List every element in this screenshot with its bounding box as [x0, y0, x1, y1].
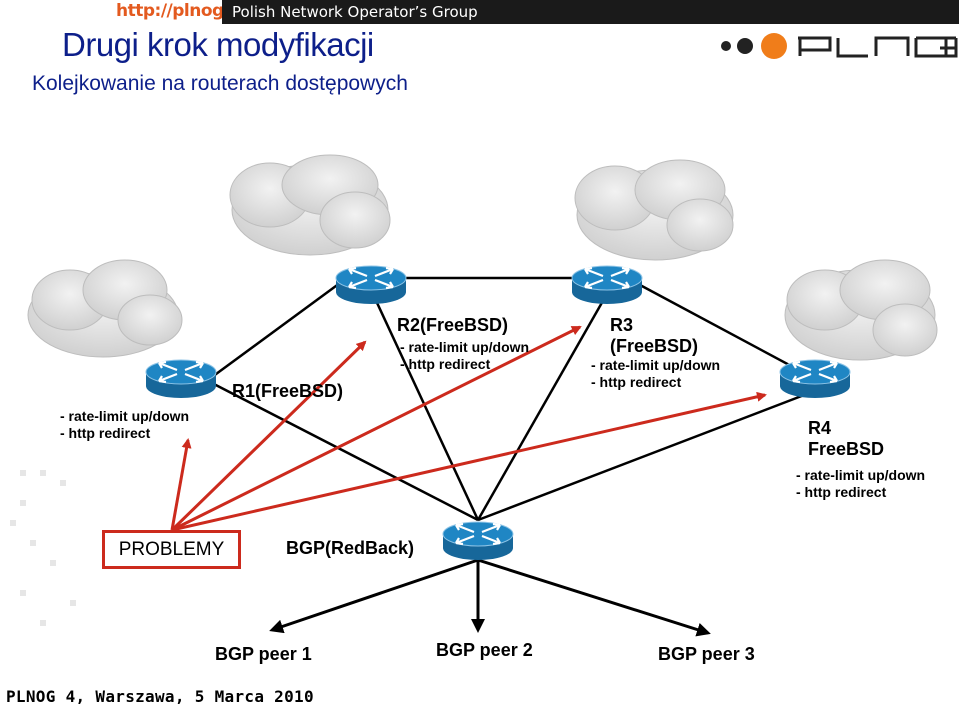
bgp-peer-2-label: BGP peer 2 [436, 640, 533, 660]
background-dots [10, 470, 76, 626]
cloud-r4 [784, 259, 938, 361]
router-r3-icon [571, 265, 643, 304]
r4-label: R4 FreeBSD [808, 418, 884, 460]
problems-box: PROBLEMY [102, 530, 241, 569]
link-r1-bgp [209, 380, 479, 522]
header-bar: http://plnog.pl/ Polish Network Operator… [0, 0, 959, 24]
arrow-bgp-peer-3 [477, 558, 711, 637]
link-r1-r2 [211, 281, 341, 379]
header-org-name: Polish Network Operator’s Group [232, 3, 478, 21]
r1-note-rate-limit: - rate-limit up/down [60, 408, 190, 424]
router-bgp-icon [442, 521, 514, 560]
r1-note-http-redirect: - http redirect [60, 425, 151, 441]
r3-note-http-redirect: - http redirect [591, 374, 682, 390]
link-r2-bgp [370, 291, 480, 521]
slide-subtitle: Kolejkowanie na routerach dostępowych [32, 72, 408, 95]
r1-label: R1(FreeBSD) [232, 381, 344, 401]
problem-arrow-r1 [170, 438, 192, 531]
bgp-peer-1-label: BGP peer 1 [215, 644, 312, 664]
r2-note-rate-limit: - rate-limit up/down [400, 339, 530, 355]
r4-notes: - rate-limit up/down - http redirect [796, 467, 925, 501]
slide-title: Drugi krok modyfikacji [62, 26, 374, 63]
problem-arrows [170, 325, 767, 532]
problem-arrow-r3 [171, 325, 582, 532]
r3-label-line1: R3 [610, 315, 634, 335]
r3-label-line2: (FreeBSD) [610, 336, 699, 356]
problem-arrow-r4 [171, 391, 767, 532]
footer-text: PLNOG 4, Warszawa, 5 Marca 2010 [6, 687, 314, 706]
link-r4-bgp [477, 390, 813, 522]
arrow-bgp-peer-1 [269, 558, 479, 634]
router-r4-icon [779, 359, 851, 398]
bgp-peer-3-label: BGP peer 3 [658, 644, 755, 664]
r4-label-line1: R4 [808, 418, 832, 438]
r2-note-http-redirect: - http redirect [400, 356, 491, 372]
link-r3-bgp [476, 291, 610, 521]
r4-note-rate-limit: - rate-limit up/down [796, 467, 926, 483]
r2-notes: - rate-limit up/down - http redirect [400, 339, 529, 373]
bgp-router-label: BGP(RedBack) [286, 538, 415, 558]
network-links [209, 276, 813, 522]
cloud-r1 [27, 259, 183, 358]
plnog-logo [721, 33, 958, 59]
problem-arrow-r2a [170, 340, 367, 532]
r3-note-rate-limit: - rate-limit up/down [591, 357, 721, 373]
r4-label-line2: FreeBSD [808, 439, 885, 459]
link-r3-r4 [639, 283, 809, 377]
cloud-r2 [229, 154, 391, 256]
r3-label: R3 (FreeBSD) [610, 315, 698, 357]
header-dark-band [222, 0, 959, 24]
cloud-r3 [574, 159, 734, 261]
router-r1-icon [145, 359, 217, 398]
r3-notes: - rate-limit up/down - http redirect [591, 357, 720, 391]
router-r2-icon [335, 265, 407, 304]
r2-label: R2(FreeBSD) [397, 315, 509, 335]
r4-note-http-redirect: - http redirect [796, 484, 887, 500]
r1-notes: - rate-limit up/down - http redirect [60, 408, 189, 442]
header-url[interactable]: http://plnog.pl/ [116, 1, 253, 21]
bgp-peer-links [269, 558, 711, 637]
